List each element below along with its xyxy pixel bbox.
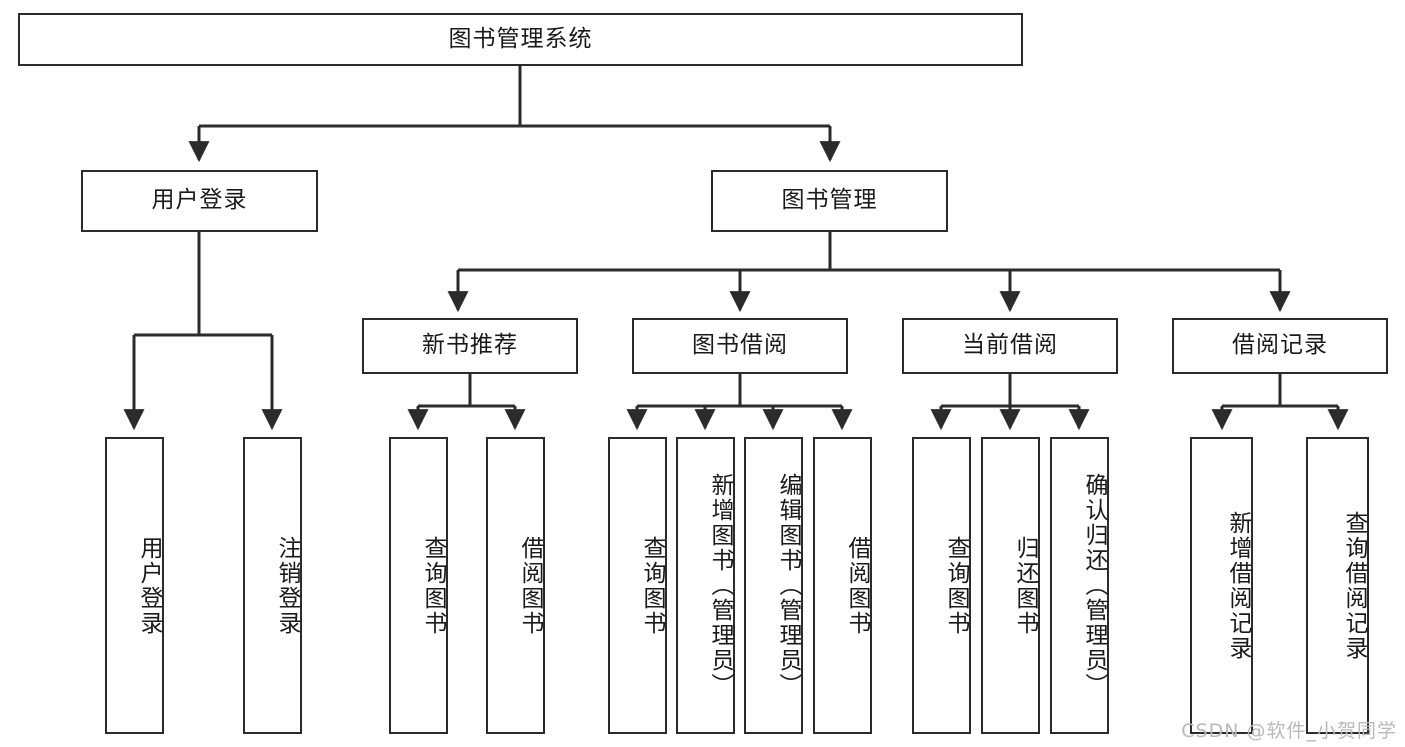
leaf-user-login-signout[interactable]: 注销登录 [243, 437, 302, 734]
node-book-borrow[interactable]: 图书借阅 [632, 318, 848, 374]
leaf-book-borrow-add-book-admin[interactable]: 新增图书（管理员） [676, 437, 735, 734]
node-root-label: 图书管理系统 [448, 25, 593, 52]
edge-userlogin-to-leaves [123, 232, 283, 431]
leaf-book-borrow-query-books-label: 查询图书 [639, 535, 665, 636]
edge-currentborrow-to-leaves [930, 374, 1090, 431]
edge-borrowrecord-to-leaves [1211, 374, 1349, 431]
node-new-book-recommend-label: 新书推荐 [422, 332, 518, 359]
node-borrow-record-label: 借阅记录 [1232, 332, 1328, 359]
node-user-login-label: 用户登录 [151, 187, 248, 214]
leaf-user-login-signin[interactable]: 用户登录 [105, 437, 164, 734]
edge-newbook-to-leaves [407, 374, 526, 431]
leaf-new-book-query-books-label: 查询图书 [420, 535, 446, 636]
leaf-current-borrow-confirm-return-admin[interactable]: 确认归还（管理员） [1050, 437, 1109, 734]
csdn-watermark: CSDN @软件_小贺同学 [1181, 720, 1397, 742]
leaf-current-borrow-confirm-return-admin-label: 确认归还（管理员） [1081, 473, 1107, 698]
node-current-borrow[interactable]: 当前借阅 [902, 318, 1118, 374]
node-book-management-label: 图书管理 [781, 187, 878, 214]
node-book-management[interactable]: 图书管理 [711, 170, 948, 232]
node-book-borrow-label: 图书借阅 [692, 332, 788, 359]
leaf-book-borrow-borrow-books[interactable]: 借阅图书 [813, 437, 872, 734]
leaf-borrow-record-query-record-label: 查询借阅记录 [1341, 510, 1367, 661]
node-new-book-recommend[interactable]: 新书推荐 [362, 318, 578, 374]
edge-root-to-level2 [188, 66, 841, 163]
leaf-current-borrow-query-books-label: 查询图书 [943, 535, 969, 636]
leaf-borrow-record-add-record-label: 新增借阅记录 [1225, 510, 1251, 661]
leaf-book-borrow-add-book-admin-label: 新增图书（管理员） [707, 473, 733, 698]
leaf-book-borrow-query-books[interactable]: 查询图书 [608, 437, 667, 734]
node-current-borrow-label: 当前借阅 [962, 332, 1058, 359]
node-borrow-record[interactable]: 借阅记录 [1172, 318, 1388, 374]
leaf-user-login-signin-label: 用户登录 [136, 535, 162, 636]
leaf-current-borrow-return-books[interactable]: 归还图书 [981, 437, 1040, 734]
edge-bookborrow-to-leaves [626, 374, 853, 431]
leaf-book-borrow-borrow-books-label: 借阅图书 [844, 535, 870, 636]
leaf-book-borrow-edit-book-admin[interactable]: 编辑图书（管理员） [744, 437, 803, 734]
leaf-current-borrow-query-books[interactable]: 查询图书 [912, 437, 971, 734]
leaf-borrow-record-query-record[interactable]: 查询借阅记录 [1306, 437, 1369, 734]
leaf-borrow-record-add-record[interactable]: 新增借阅记录 [1190, 437, 1253, 734]
leaf-new-book-query-books[interactable]: 查询图书 [389, 437, 448, 734]
node-root-book-management-system[interactable]: 图书管理系统 [18, 13, 1023, 66]
leaf-new-book-borrow-books-label: 借阅图书 [517, 535, 543, 636]
leaf-user-login-signout-label: 注销登录 [274, 535, 300, 636]
leaf-book-borrow-edit-book-admin-label: 编辑图书（管理员） [775, 473, 801, 698]
edge-bookmgmt-to-level3 [447, 232, 1291, 313]
node-user-login[interactable]: 用户登录 [81, 170, 318, 232]
leaf-current-borrow-return-books-label: 归还图书 [1012, 535, 1038, 636]
leaf-new-book-borrow-books[interactable]: 借阅图书 [486, 437, 545, 734]
